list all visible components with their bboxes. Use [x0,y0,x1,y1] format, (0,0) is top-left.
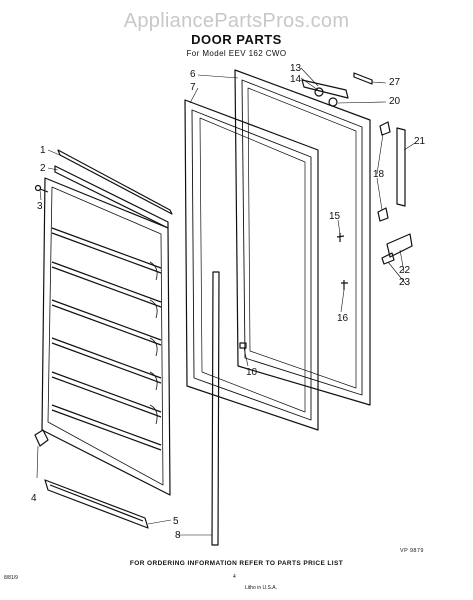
callout-20: 20 [389,96,401,107]
hinge-23 [381,252,395,265]
callout-15: 15 [329,211,341,222]
callout-14: 14 [290,74,302,85]
trim-27 [353,72,373,85]
callout-16: 16 [337,313,349,324]
callout-21: 21 [414,136,426,147]
hinge-cover-4 [34,429,49,447]
callout-3: 3 [37,201,43,212]
callout-10: 10 [246,367,258,378]
callout-27: 27 [389,77,401,88]
callout-5: 5 [173,516,179,527]
handle-13 [301,79,349,99]
print-code: Litho in U.S.A. [245,585,277,591]
callout-8: 8 [175,530,181,541]
callout-22: 22 [399,265,411,276]
leader-lines [36,67,416,536]
door-liner [41,177,171,496]
callout-6: 6 [190,69,196,80]
hinge-bracket-18 [377,121,391,222]
page-title: DOOR PARTS [191,32,282,47]
page-number: 4 [233,574,236,580]
drawing-reference: VP 9879 [400,548,424,554]
outer-door-6 [234,69,371,406]
callout-7: 7 [190,82,196,93]
callout-13: 13 [290,63,302,74]
callout-2: 2 [40,163,46,174]
end-cap-20 [328,97,338,107]
watermark: AppliancePartsPros.com [123,10,350,32]
callout-18: 18 [373,169,385,180]
filler-strip-8 [211,271,220,546]
hinge-22 [386,233,413,258]
bottom-trim-5 [44,479,149,529]
screw-3 [34,184,49,193]
plug-10 [239,342,247,349]
handle-bar-21 [396,127,406,207]
callout-1: 1 [40,145,46,156]
door-gasket-7 [184,99,319,431]
hinge-pin-16 [341,280,348,290]
callout-4: 4 [31,493,37,504]
document-code: 8/81/9 [4,575,18,581]
model-subtitle: For Model EEV 162 CWO [186,49,287,58]
handle-14 [314,87,324,97]
shelf-bar [54,149,173,229]
hinge-pin-15 [336,233,345,242]
ordering-info: FOR ORDERING INFORMATION REFER TO PARTS … [129,560,344,567]
callout-23: 23 [399,277,411,288]
